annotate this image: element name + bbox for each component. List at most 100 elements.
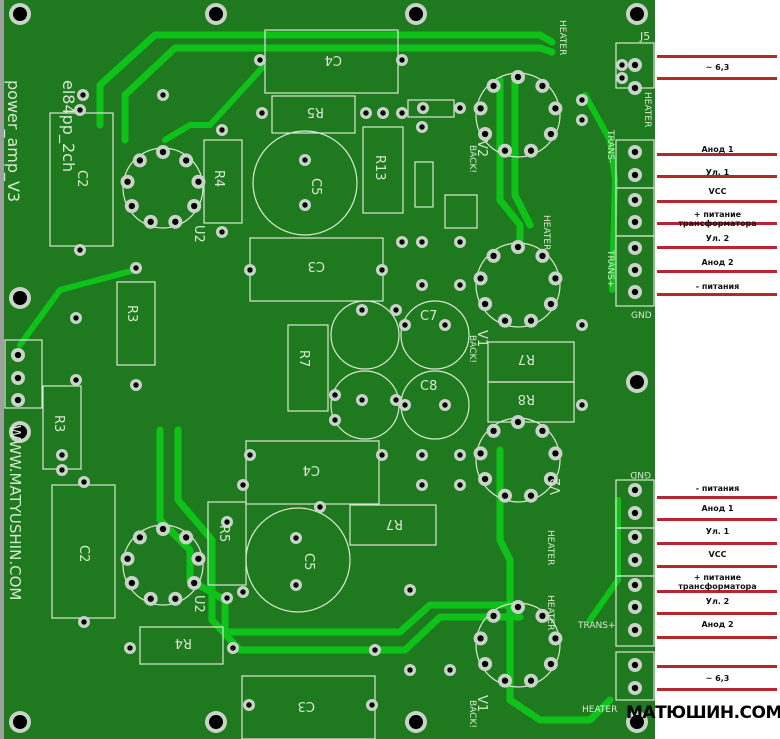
pad: [396, 54, 408, 66]
pad: [74, 244, 86, 256]
label-r4-top: R4: [211, 170, 226, 187]
legend-line: [657, 270, 777, 273]
website-label: WWW.MATYUSHIN.COM: [6, 425, 24, 600]
label-v1-bot: V1: [474, 695, 489, 712]
label-c8-mid: C8: [420, 379, 437, 394]
label-r8-right: R8: [518, 391, 535, 406]
silkscreen-text: el84pp_2ch power_amp_V3 WWW.MATYUSHIN.CO…: [3, 20, 652, 728]
c8-mid-outline: [330, 300, 400, 370]
pad: [132, 153, 147, 168]
label-trans-plus-bot: TRANS+: [577, 621, 616, 631]
pad: [11, 393, 25, 407]
r5-top-outline: [271, 95, 356, 134]
label-j5: J5: [639, 30, 650, 43]
pad: [179, 530, 194, 545]
legend-line: [657, 200, 777, 203]
pad: [399, 399, 411, 411]
pad: [454, 279, 466, 291]
pad: [511, 415, 525, 429]
pad: [329, 414, 341, 426]
label-r5-top: R5: [307, 104, 324, 119]
connector-block-6: [615, 575, 655, 647]
mount-hole: [9, 711, 31, 733]
label-back-v1b: BACK!: [467, 700, 477, 728]
pad: [314, 501, 326, 513]
r7-bot-outline: [349, 504, 437, 546]
label-r7-right: R7: [518, 351, 535, 366]
mount-hole: [9, 287, 31, 309]
pad: [369, 644, 381, 656]
r7-mid-outline: [287, 324, 329, 412]
pad: [377, 107, 389, 119]
pad: [191, 174, 206, 189]
pad: [156, 145, 170, 159]
legend-label: - питания: [695, 282, 740, 291]
pad: [628, 553, 642, 567]
pad: [299, 154, 311, 166]
pad: [396, 107, 408, 119]
label-gnd-top: GND: [631, 311, 652, 321]
pad: [486, 248, 501, 263]
c5-top-outline: [252, 130, 358, 236]
pad: [543, 297, 558, 311]
legend-label: - питания: [695, 484, 740, 493]
label-r13-top: R13: [372, 155, 387, 181]
pad: [628, 81, 642, 95]
pad: [78, 616, 90, 628]
pad: [473, 631, 488, 646]
pad: [543, 472, 558, 486]
r10-top-outline: [414, 161, 434, 208]
pad: [216, 226, 228, 238]
pad: [576, 94, 588, 106]
label-c7-mid: C7: [420, 309, 437, 324]
pad: [628, 168, 642, 182]
pad: [124, 576, 139, 590]
pad: [187, 199, 202, 213]
pad: [187, 576, 202, 590]
pad: [120, 174, 135, 189]
pad: [535, 423, 550, 438]
label-heater-bot-mid: HEATER: [545, 530, 555, 565]
pad: [416, 479, 428, 491]
pad: [535, 248, 550, 263]
pad: [299, 199, 311, 211]
pad: [523, 488, 538, 503]
pad: [511, 70, 525, 84]
legend-line: [657, 222, 777, 225]
pad: [417, 102, 429, 114]
pad: [628, 681, 642, 695]
pad: [243, 699, 255, 711]
pad: [404, 664, 416, 676]
pad: [70, 312, 82, 324]
r3-mid-outline: [116, 281, 156, 366]
pad: [179, 153, 194, 168]
pad: [356, 304, 368, 316]
pad: [473, 271, 488, 286]
pad: [548, 446, 563, 461]
label-heater-bot: HEATER: [582, 705, 617, 715]
mount-hole: [405, 711, 427, 733]
pad: [416, 121, 428, 133]
label-c3-bot: C3: [298, 698, 315, 713]
mount-hole: [626, 371, 648, 393]
mount-hole: [205, 711, 227, 733]
pad: [390, 304, 402, 316]
pad: [628, 530, 642, 544]
pad: [11, 371, 25, 385]
copper-traces: [17, 31, 621, 724]
label-c2-bot: C2: [76, 545, 91, 562]
legend-label: Ул. 1: [705, 168, 730, 177]
pad: [376, 449, 388, 461]
connector-block-3: [615, 235, 655, 307]
pad: [444, 664, 456, 676]
legend-label: + питание трансформатора: [678, 210, 757, 228]
pad: [56, 464, 68, 476]
pad: [576, 114, 588, 126]
label-heater-top: HEATER: [557, 20, 567, 55]
label-c3-top: C3: [308, 258, 325, 273]
pad: [498, 673, 513, 688]
pad: [132, 530, 147, 545]
legend-label: + питание трансформатора: [678, 573, 757, 591]
pcb-board: el84pp_2ch power_amp_V3 WWW.MATYUSHIN.CO…: [0, 0, 655, 739]
